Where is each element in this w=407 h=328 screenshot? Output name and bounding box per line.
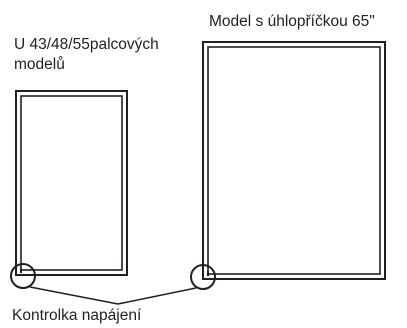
small-models-label-line1: U 43/48/55palcových <box>14 36 159 53</box>
callout-line-left <box>29 286 119 305</box>
small-display <box>10 90 128 289</box>
large-model-label: Model s úhlopříčkou 65" <box>209 13 375 30</box>
large-display <box>190 41 386 290</box>
callout-line-right <box>117 287 197 305</box>
large-display-power-indicator <box>207 271 209 276</box>
small-display-screen <box>20 95 123 271</box>
indicator-callout <box>29 286 197 305</box>
small-models-label-line2: modelů <box>14 56 65 73</box>
power-indicator-label: Kontrolka napájení <box>12 307 142 324</box>
large-display-indicator-circle <box>190 264 216 290</box>
small-models-label: U 43/48/55palcových modelů <box>14 35 159 75</box>
small-display-indicator-circle <box>10 263 36 289</box>
large-display-screen <box>207 46 381 275</box>
small-display-power-indicator <box>20 268 22 273</box>
